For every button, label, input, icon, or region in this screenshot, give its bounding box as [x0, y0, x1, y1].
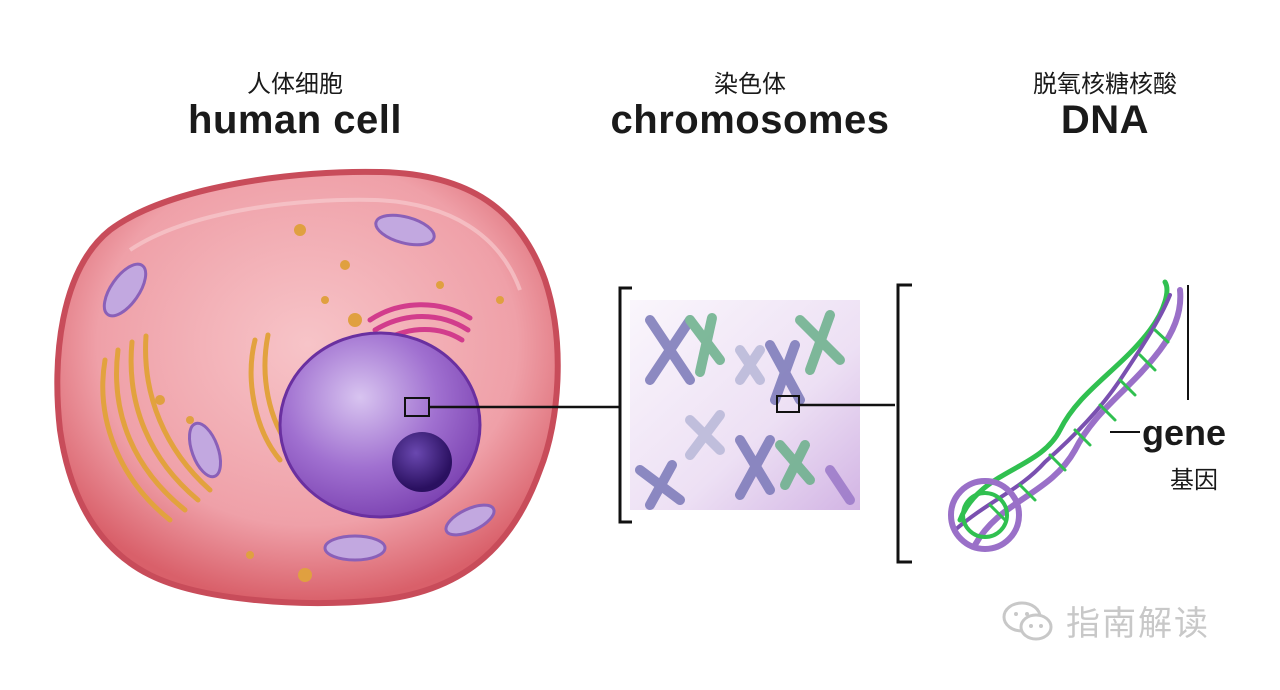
gene-label: gene	[1142, 412, 1227, 453]
wechat-icon	[1002, 601, 1053, 640]
header-human-cell: 人体细胞 human cell	[150, 70, 440, 142]
dna-helix	[948, 279, 1184, 552]
human-cell-en: human cell	[188, 98, 402, 142]
dna-panel	[896, 279, 1189, 564]
human-cell-zh: 人体细胞	[247, 70, 343, 98]
endoplasmic-reticulum	[100, 332, 295, 523]
membrane-highlight	[128, 197, 522, 291]
human-cell	[54, 168, 561, 606]
watermark: 指南解读	[1000, 596, 1210, 645]
vesicles	[155, 224, 504, 582]
dna-en: DNA	[1060, 98, 1150, 142]
left-bracket-1	[618, 286, 632, 524]
nucleus	[278, 331, 482, 519]
chromosomes	[635, 310, 855, 510]
gene-label-zh: 基因	[1170, 466, 1218, 494]
dna-end-coil	[948, 478, 1022, 552]
watermark-text: 指南解读	[1066, 604, 1210, 644]
chromosomes-en: chromosomes	[610, 98, 890, 142]
mitochondria	[102, 213, 496, 562]
nucleolus	[392, 432, 452, 492]
header-dna: 脱氧核糖核酸 DNA	[990, 70, 1220, 142]
dna-zh: 脱氧核糖核酸	[1033, 70, 1177, 98]
header-chromosomes: 染色体 chromosomes	[580, 70, 920, 142]
left-bracket-2	[896, 283, 912, 564]
chromosomes-zh: 染色体	[714, 70, 786, 98]
